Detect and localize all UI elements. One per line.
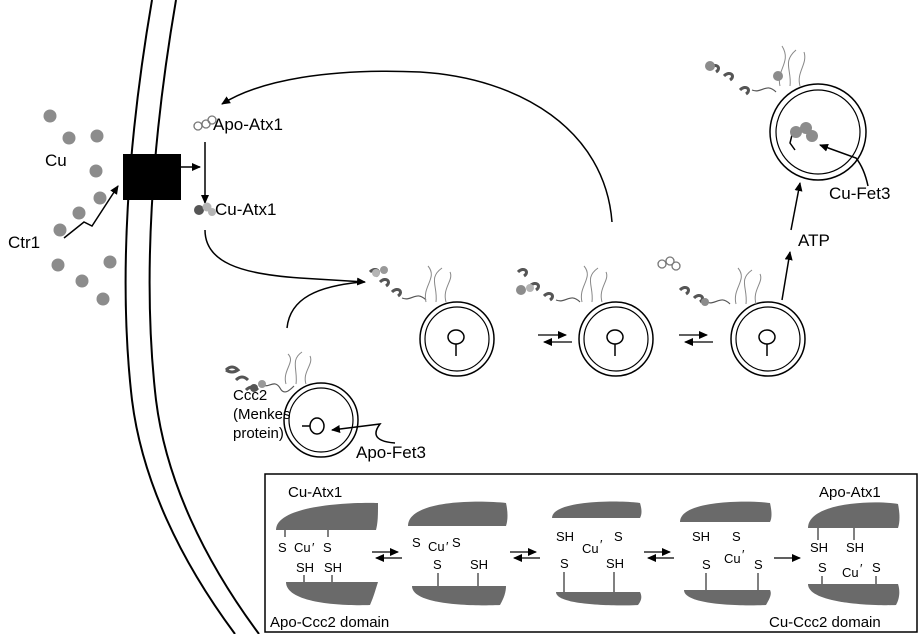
ccc2-label-line1: Ccc2 — [233, 387, 267, 404]
vesicle-arrow — [286, 281, 363, 329]
chem-atom-label: S — [872, 560, 881, 575]
copper-ion — [96, 292, 110, 306]
copper-ion — [90, 129, 104, 143]
transfer-stage-1: S Cu ′ S SH SH — [276, 502, 378, 606]
chem-atom-label: S — [412, 535, 421, 550]
chem-atom-label: Cu — [294, 540, 311, 555]
inset-cu-atx1-label: Cu-Atx1 — [288, 484, 342, 501]
chem-atom-label: S — [560, 556, 569, 571]
chem-atom-label: ′ — [312, 540, 315, 555]
chem-atom-label: SH — [556, 529, 574, 544]
chem-atom-label: S — [702, 557, 711, 572]
cu-fet3-label: Cu-Fet3 — [829, 184, 890, 203]
chem-atom-label: S — [818, 560, 827, 575]
copper-ion — [53, 223, 67, 237]
apo-fet3-label: Apo-Fet3 — [356, 443, 426, 462]
cu-fet3-pointer — [819, 143, 869, 187]
chem-atom-label: Cu — [842, 565, 859, 580]
delivery-arrow — [204, 229, 366, 286]
transfer-stage-2: S Cu ′ S S SH — [408, 501, 508, 606]
ctr1-label: Ctr1 — [8, 233, 40, 252]
transfer-eq-arrows-3 — [644, 548, 674, 562]
chem-atom-label: S — [732, 529, 741, 544]
cu-atx1-label: Cu-Atx1 — [215, 200, 276, 219]
chem-atom-label: S — [323, 540, 332, 555]
apo-atx1-label: Apo-Atx1 — [213, 115, 283, 134]
transfer-eq-arrows-2 — [510, 548, 540, 562]
copper-ion — [103, 255, 117, 269]
recycle-arrow — [221, 70, 613, 223]
vesicle-cu-fet3 — [705, 45, 867, 181]
vesicle-2 — [516, 265, 654, 377]
atp-label: ATP — [798, 231, 830, 250]
inset-cu-ccc2-label: Cu-Ccc2 domain — [769, 614, 881, 631]
chem-atom-label: SH — [470, 557, 488, 572]
transfer-stage-4: SH S Cu ′ S S — [680, 501, 772, 606]
atp-arrow-lower — [781, 251, 793, 301]
ctr1-transporter — [123, 154, 181, 200]
chem-atom-label: S — [278, 540, 287, 555]
plasma-membrane — [124, 0, 260, 634]
released-apo-atx1 — [657, 256, 681, 271]
atp-arrow-upper — [790, 182, 803, 231]
mechanism-inset — [264, 473, 918, 633]
chem-atom-label: ′ — [446, 539, 449, 554]
chem-atom-label: SH — [846, 540, 864, 555]
cu-label: Cu — [45, 151, 67, 170]
ccc2-label-line2: (Menkes — [233, 406, 291, 423]
ccc2-label-line3: protein) — [233, 425, 284, 442]
copper-ions — [43, 109, 117, 306]
chem-atom-label: S — [754, 557, 763, 572]
copper-ion — [62, 131, 76, 145]
chem-atom-label: SH — [692, 529, 710, 544]
chem-atom-label: SH — [606, 556, 624, 571]
copper-ion — [93, 191, 107, 205]
chem-atom-label: ′ — [600, 537, 603, 552]
chem-atom-label: ′ — [860, 561, 863, 576]
chem-atom-label: Cu — [582, 541, 599, 556]
vesicle-3 — [678, 267, 806, 377]
chem-atom-label: SH — [296, 560, 314, 575]
chem-atom-label: SH — [810, 540, 828, 555]
copper-ion — [51, 258, 65, 272]
chem-atom-label: S — [452, 535, 461, 550]
inset-apo-atx1-label: Apo-Atx1 — [819, 484, 881, 501]
transfer-eq-arrows-1 — [372, 548, 402, 562]
copper-ion — [43, 109, 57, 123]
transfer-stage-5: SH SH S Cu ′ S — [808, 502, 900, 606]
chem-atom-label: S — [614, 529, 623, 544]
chem-atom-label: Cu — [724, 551, 741, 566]
ccc2-vesicle-start — [224, 351, 359, 458]
chem-atom-label: S — [433, 557, 442, 572]
equilibrium-arrows-1 — [538, 331, 572, 346]
equilibrium-arrows-2 — [679, 331, 713, 346]
copper-ion — [75, 274, 89, 288]
apo-atx1-protein — [193, 115, 217, 131]
copper-ion — [89, 164, 103, 178]
apo-fet3-pointer — [331, 423, 396, 444]
chem-atom-label: Cu — [428, 539, 445, 554]
chem-atom-label: ′ — [742, 547, 745, 562]
ctr1-pointer — [63, 185, 119, 239]
vesicle-1 — [368, 265, 495, 377]
copper-ion — [72, 206, 86, 220]
transfer-stage-3: SH Cu ′ S S SH — [552, 501, 642, 606]
inset-apo-ccc2-label: Apo-Ccc2 domain — [270, 614, 389, 631]
cu-atx1-protein — [194, 202, 216, 216]
chem-atom-label: SH — [324, 560, 342, 575]
